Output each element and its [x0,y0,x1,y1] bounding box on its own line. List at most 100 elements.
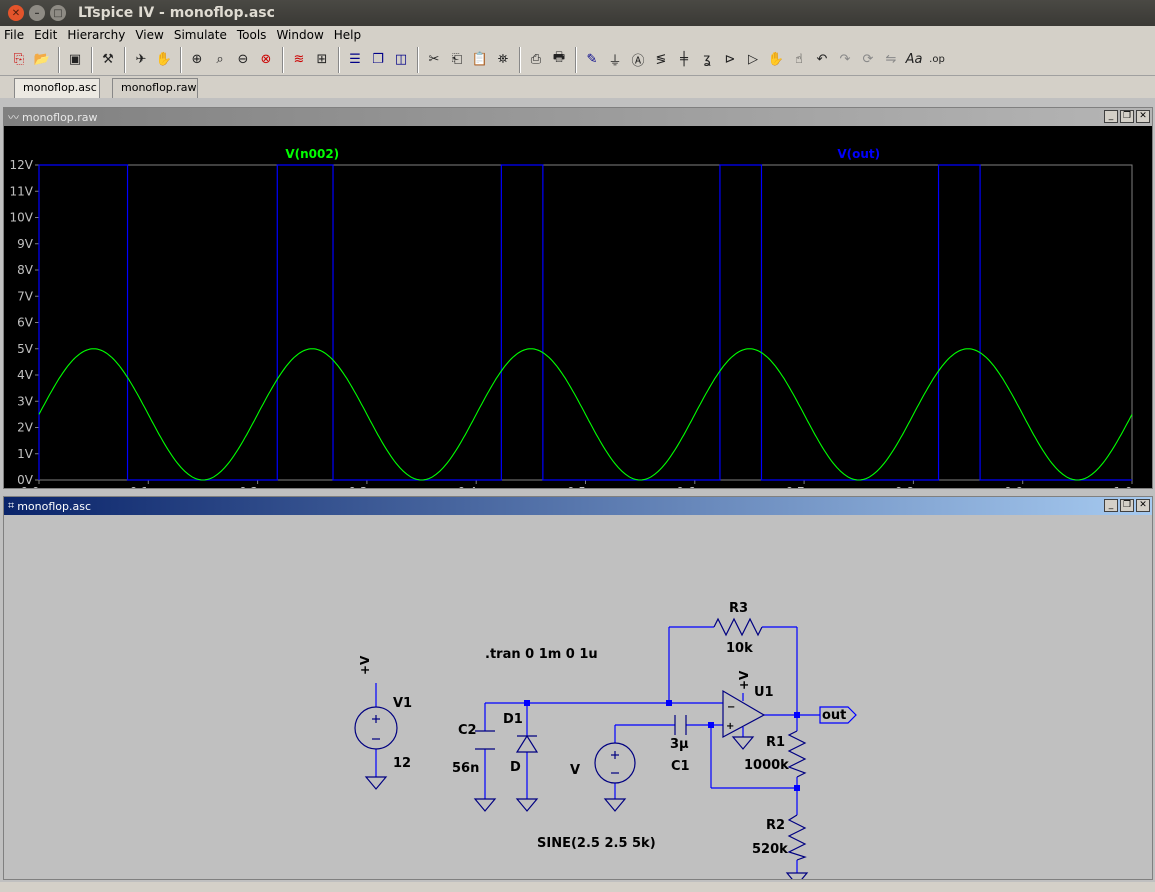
window-title: LTspice IV - monoflop.asc [78,5,275,21]
text-icon[interactable]: Aa [905,51,923,67]
schematic-window-controls: _ ❐ ✕ [1102,499,1150,512]
menu-simulate[interactable]: Simulate [173,28,227,42]
v-name-label: V [570,763,580,778]
close-window-button[interactable]: ✕ [8,5,24,21]
spice-directive-icon[interactable]: .op [929,53,945,65]
plot-window-titlebar[interactable]: 〰 monoflop.raw _ ❐ ✕ [4,108,1152,126]
schematic-canvas[interactable]: +V V1 12 .tran 0 1m 0 1u C2 56n D1 D V S… [4,515,1152,879]
menu-help[interactable]: Help [333,28,362,42]
zoom-in-icon[interactable]: ⊕ [191,51,203,67]
drag-icon[interactable]: ☝ [795,51,803,67]
cascade-icon[interactable]: ❐ [372,51,384,67]
open-icon[interactable]: 📂 [33,51,51,67]
find-icon[interactable]: ⛯ [497,51,509,67]
r1-value-label: 1000k [744,758,789,773]
y-tick-label: 12V [10,158,34,172]
y-tick-label: 1V [17,447,34,461]
menu-hierarchy[interactable]: Hierarchy [67,28,126,42]
y-tick-label: 11V [10,184,34,198]
v1-supply-label: +V [358,655,372,675]
d1-value-label: D [510,760,521,775]
voltage-source-v1 [354,706,398,750]
component-icon[interactable]: ▷ [748,51,758,67]
r2-value-label: 520k [752,842,788,857]
zoom-fit-icon[interactable]: ⊗ [260,51,272,67]
menu-edit[interactable]: Edit [34,28,58,42]
redo-icon[interactable]: ↷ [839,51,851,67]
x-tick-label: 1.0ms [1113,485,1150,488]
print-setup-icon[interactable]: ⎙ [530,51,542,67]
schematic-close-button[interactable]: ✕ [1136,499,1150,512]
opamp-u1 [722,689,766,739]
status-bar [0,882,1155,892]
rotate-icon[interactable]: ⟳ [862,51,874,67]
minimize-window-button[interactable]: – [29,5,45,21]
x-tick-label: 0.0ms [20,485,57,488]
tab-monoflop-asc[interactable]: monoflop.asc [14,78,100,98]
menu-file[interactable]: File [4,28,25,42]
diode-icon[interactable]: ⊳ [724,51,736,67]
v1-name-label: V1 [393,696,412,711]
tile-vertical-icon[interactable]: ◫ [394,51,408,67]
save-icon[interactable]: ▣ [68,51,82,67]
schematic-restore-button[interactable]: ❐ [1120,499,1134,512]
junction-dots [524,700,800,791]
schematic-minimize-button[interactable]: _ [1104,499,1118,512]
legend-v-n002: V(n002) [285,147,339,161]
resistor-icon[interactable]: ≶ [655,51,667,67]
waveform-plot[interactable]: 0V1V2V3V4V5V6V7V8V9V10V11V12V0.0ms0.1ms0… [4,126,1152,488]
cut-icon[interactable]: ✂ [428,51,440,67]
x-tick-label: 0.9ms [1004,485,1041,488]
label-icon[interactable]: Ⓐ [631,53,645,69]
ground-symbol [785,872,809,879]
wire-icon[interactable]: ✎ [586,51,598,67]
y-tick-label: 3V [17,394,34,408]
control-panel-icon[interactable]: ⚒ [102,51,114,67]
r1-name-label: R1 [766,735,785,750]
mirror-icon[interactable]: ⇋ [885,51,897,67]
run-icon[interactable]: ✈ [135,51,147,67]
schematic-window: ⌗ monoflop.asc _ ❐ ✕ [3,496,1153,880]
plot-close-button[interactable]: ✕ [1136,110,1150,123]
menu-view[interactable]: View [135,28,164,42]
tile-horizontal-icon[interactable]: ☰ [349,51,361,67]
ground-symbol [515,798,539,812]
tab-monoflop-raw[interactable]: monoflop.raw [112,78,198,98]
menu-tools[interactable]: Tools [236,28,267,42]
y-tick-label: 10V [10,211,34,225]
schematic-window-titlebar[interactable]: ⌗ monoflop.asc _ ❐ ✕ [4,497,1152,515]
document-tab-bar: monoflop.asc monoflop.raw [0,76,1155,98]
paste-icon[interactable]: 📋 [471,51,489,67]
y-tick-label: 2V [17,421,34,435]
c1-name-label: C1 [671,759,690,774]
tran-directive: .tran 0 1m 0 1u [485,647,598,662]
u1-supply-label: +V [737,670,751,690]
ground-symbol [473,798,497,812]
menu-window[interactable]: Window [276,28,324,42]
x-tick-label: 0.2ms [239,485,276,488]
capacitor-icon[interactable]: ╪ [680,51,688,67]
undo-icon[interactable]: ↶ [816,51,828,67]
maximize-window-button[interactable]: □ [50,5,66,21]
plot-minimize-button[interactable]: _ [1104,110,1118,123]
y-tick-label: 5V [17,342,34,356]
ground-symbol [364,776,388,790]
c1-value-label: 3µ [670,737,689,752]
grid-icon[interactable]: ⊞ [316,51,328,67]
x-tick-label: 0.8ms [895,485,932,488]
r3-name-label: R3 [729,601,748,616]
halt-icon[interactable]: ✋ [155,51,173,67]
autorange-icon[interactable]: ≋ [293,51,305,67]
move-icon[interactable]: ✋ [767,51,785,67]
r3-value-label: 10k [726,641,753,656]
toolbar-group-main: ⎘ 📂 ▣ ⚒ ✈ ✋ ⊕ ⌕ ⊖ ⊗ ≋ ⊞ ☰ ❐ ◫ ✂ ⎗ 📋 ⛯ ⎙ … [8,47,949,73]
toolbar: ⎘ 📂 ▣ ⚒ ✈ ✋ ⊕ ⌕ ⊖ ⊗ ≋ ⊞ ☰ ❐ ◫ ✂ ⎗ 📋 ⛯ ⎙ … [0,44,1155,76]
plot-restore-button[interactable]: ❐ [1120,110,1134,123]
copy-icon[interactable]: ⎗ [451,51,463,67]
ground-icon[interactable]: ⏚ [608,53,622,69]
new-schematic-icon[interactable]: ⎘ [13,51,25,67]
inductor-icon[interactable]: ʓ [703,51,711,67]
zoom-out-icon[interactable]: ⊖ [237,51,249,67]
zoom-pan-icon[interactable]: ⌕ [216,51,224,67]
print-icon[interactable]: 🖶 [552,50,566,65]
